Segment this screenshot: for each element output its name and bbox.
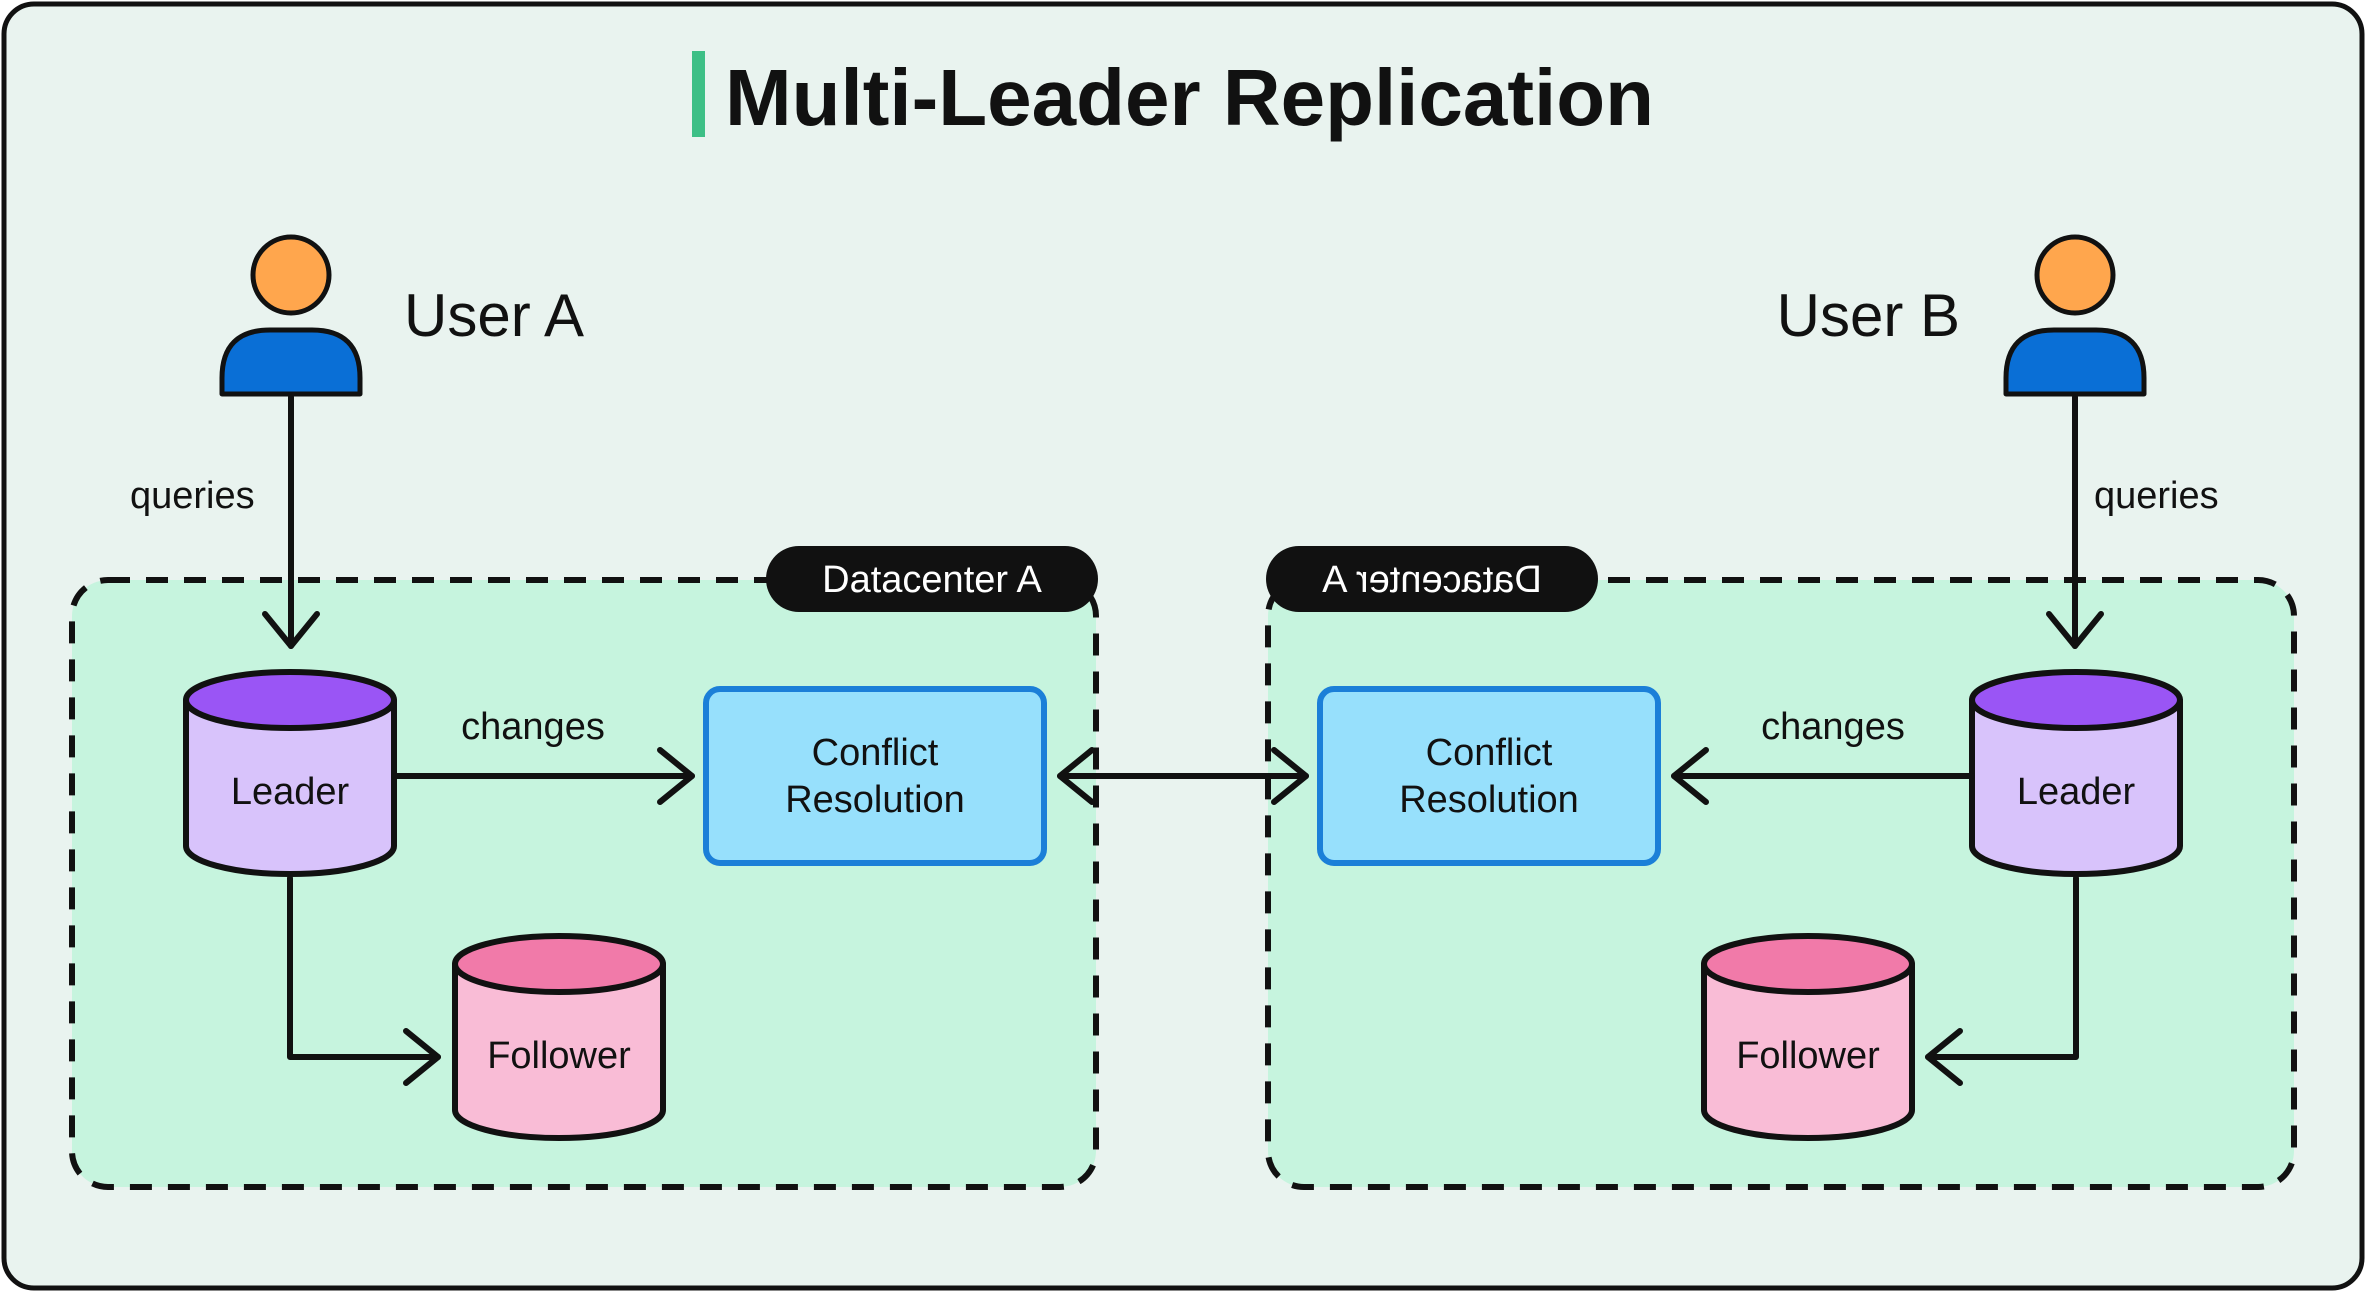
user-a-queries-label: queries (130, 475, 255, 517)
follower-a-cylinder-body (452, 961, 666, 1141)
leader-a-cylinder-top (183, 669, 397, 731)
follower-b-database: Follower (1701, 933, 1915, 1141)
datacenter-a-label: Datacenter A (822, 559, 1042, 601)
leader-b-to-follower-b-arrow (1925, 875, 2079, 1086)
leader-b-label: Leader (2017, 771, 2136, 813)
leader-a-to-follower-a-arrow (287, 875, 441, 1086)
conflict-resolution-a-box (703, 686, 1047, 866)
follower-a-cylinder-top (452, 933, 666, 995)
user-a: User A (219, 234, 584, 397)
leader-b-cylinder-body (1969, 697, 2183, 877)
conflict-resolution-b-label-line1: Conflict (1426, 732, 1553, 774)
changes-a-label: changes (461, 706, 605, 748)
datacenter-b-label: Datacenter A (1322, 559, 1542, 601)
leader-a-label: Leader (231, 771, 350, 813)
leader-b-database: Leader (1969, 669, 2183, 877)
page-title: Multi-Leader Replication (725, 53, 1654, 142)
user-b: User B (1777, 234, 2147, 397)
user-a-person-body-icon (219, 327, 363, 397)
follower-b-cylinder-top (1701, 933, 1915, 995)
datacenter-a-label-pill (766, 546, 1098, 612)
conflict-resolution-a-label-line1: Conflict (812, 732, 939, 774)
user-b-person-head-icon (2034, 234, 2116, 316)
changes-b-label: changes (1761, 706, 1905, 748)
datacenter-b-label-pill (1266, 546, 1598, 612)
leader-a-database: Leader (183, 669, 397, 877)
leader-a-cylinder-body (183, 697, 397, 877)
conflict-resolution-b: Conflict Resolution (1317, 686, 1661, 866)
conflict-resolution-b-box (1317, 686, 1661, 866)
conflict-resolution-b-label-line2: Resolution (1399, 779, 1579, 821)
conflict-resolution-a: Conflict Resolution (703, 686, 1047, 866)
user-b-person-body-icon (2003, 327, 2147, 397)
title-accent-bar (692, 51, 705, 137)
user-a-person-head-icon (250, 234, 332, 316)
leader-b-cylinder-top (1969, 669, 2183, 731)
user-b-name: User B (1777, 282, 1960, 349)
user-b-queries-label: queries (2094, 475, 2219, 517)
follower-a-label: Follower (487, 1035, 631, 1077)
follower-a-database: Follower (452, 933, 666, 1141)
conflict-resolution-a-label-line2: Resolution (785, 779, 965, 821)
follower-b-label: Follower (1736, 1035, 1880, 1077)
user-a-name: User A (404, 282, 584, 349)
follower-b-cylinder-body (1701, 961, 1915, 1141)
